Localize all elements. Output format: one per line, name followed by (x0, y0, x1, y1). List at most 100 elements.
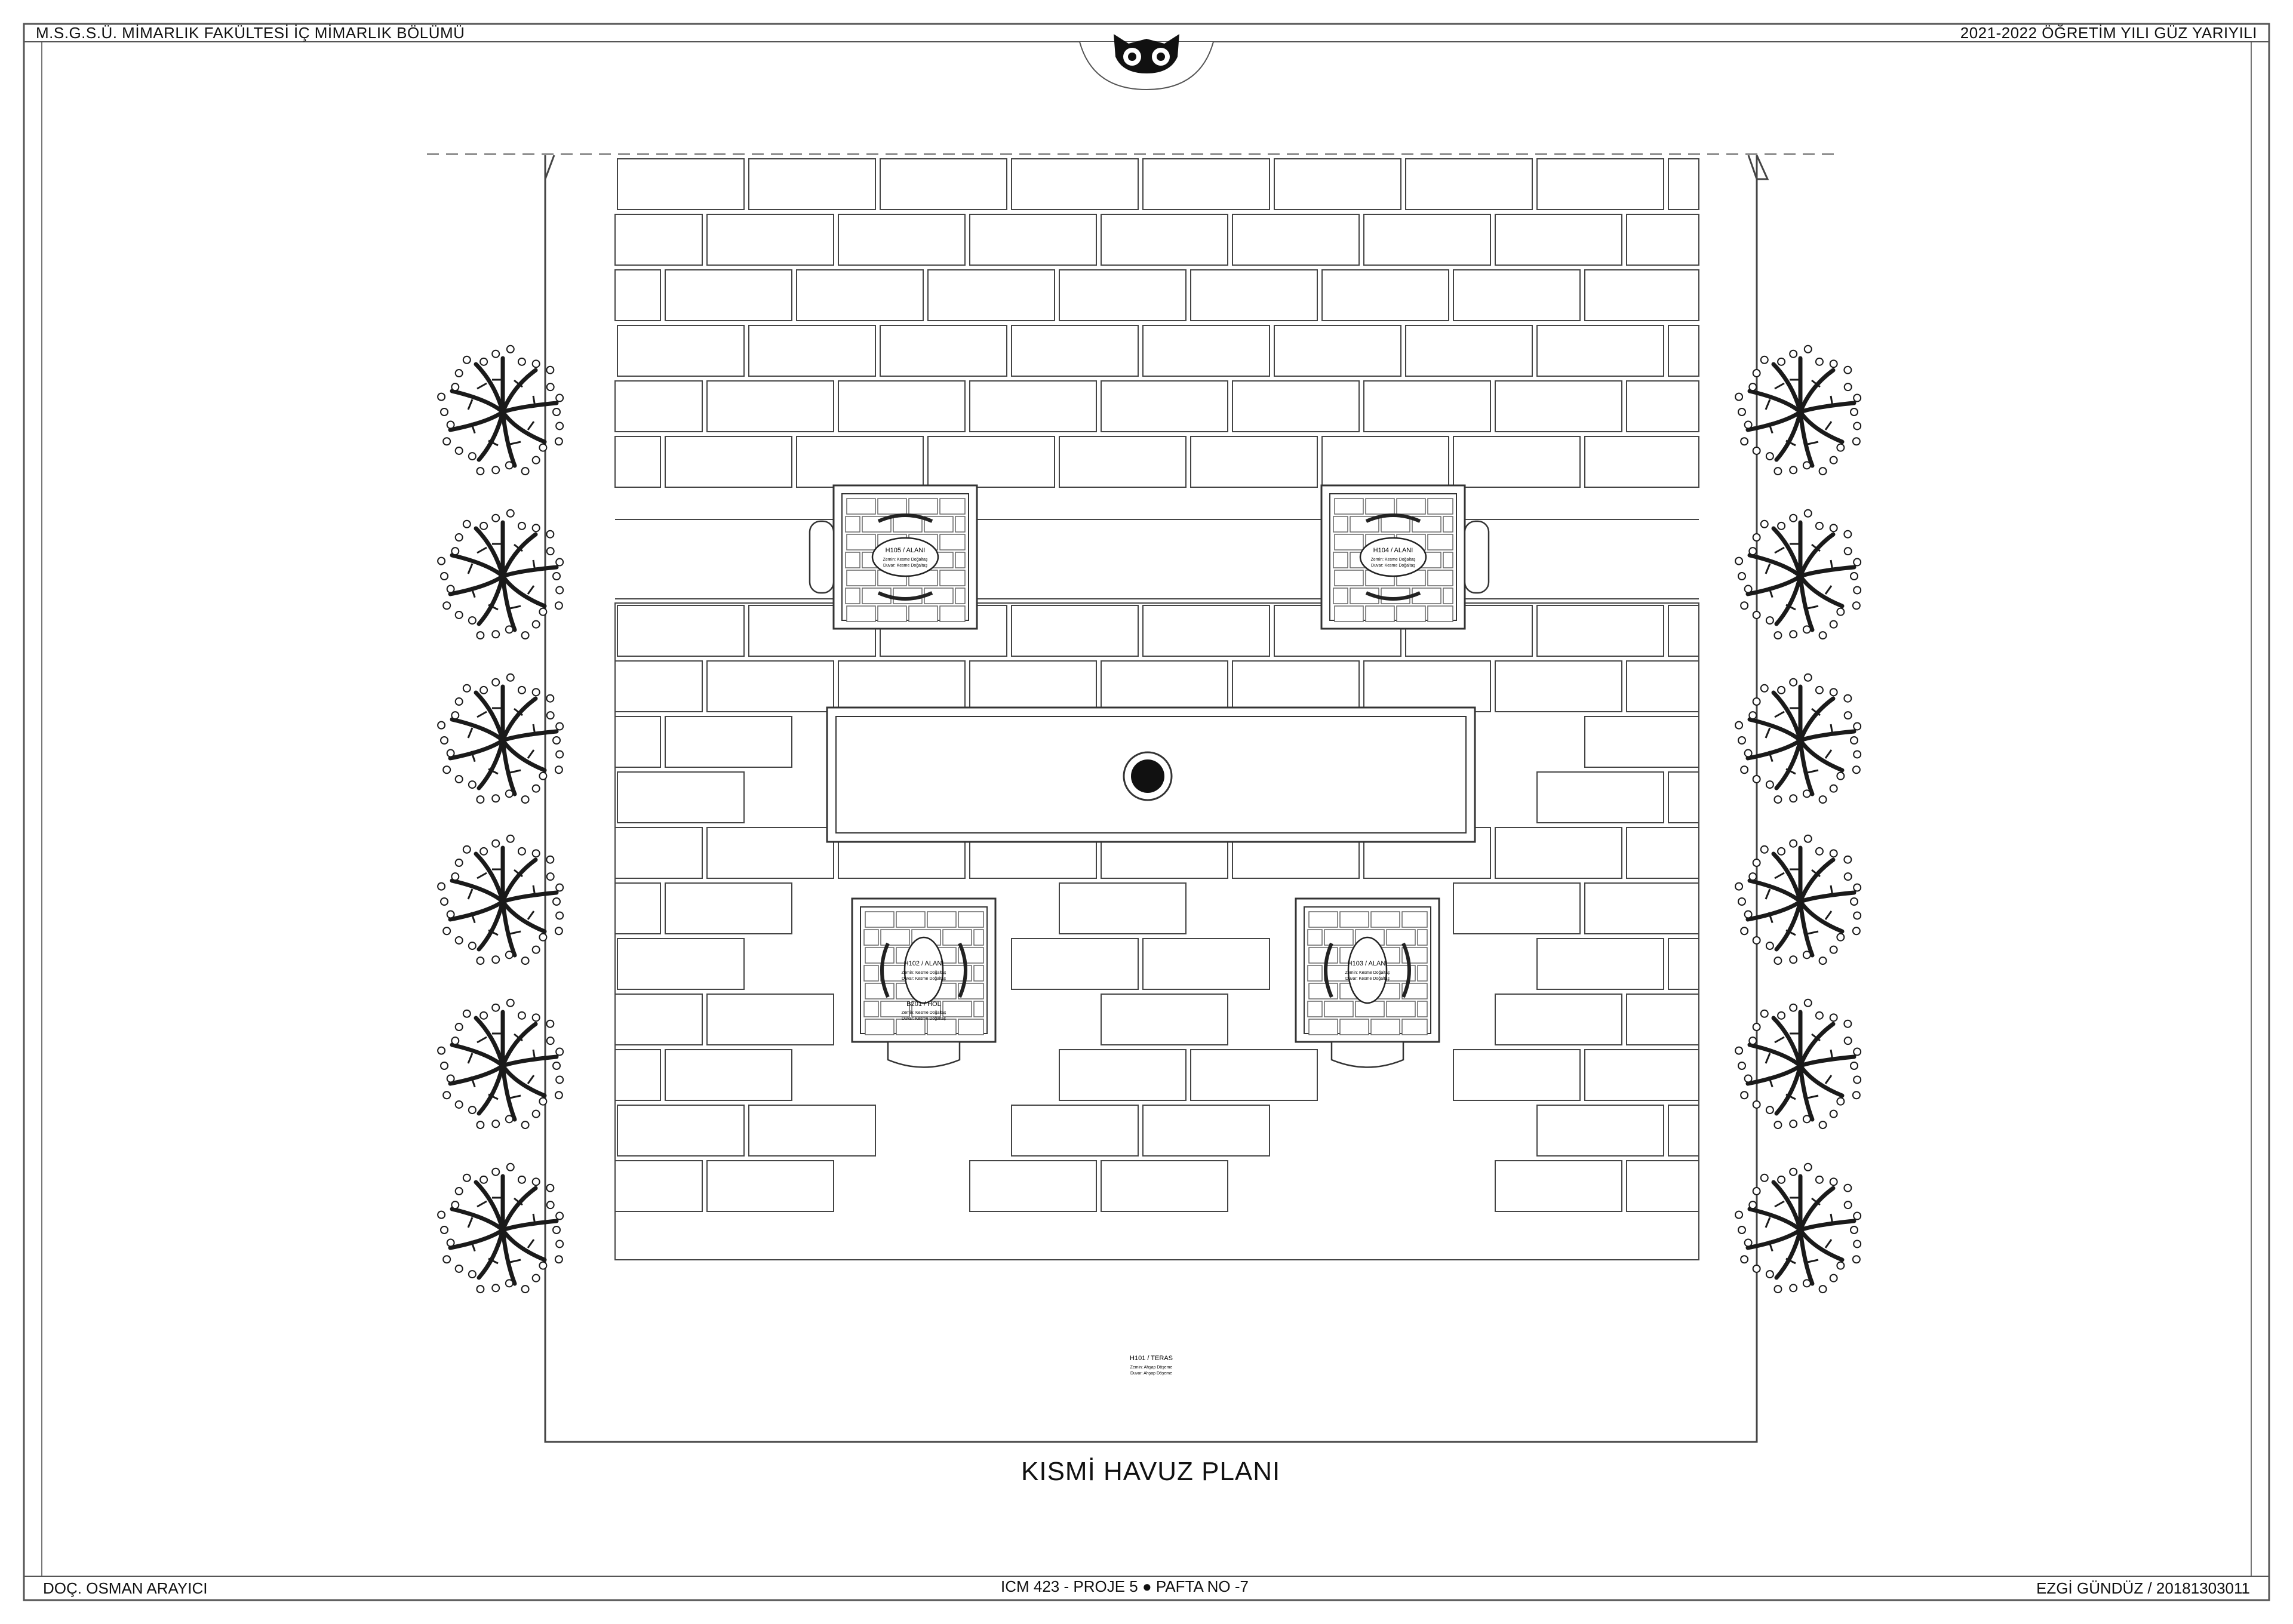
tree-twig (467, 888, 474, 900)
tree-leaf (555, 722, 564, 731)
tree-leaf (1760, 845, 1769, 854)
tree-twig (477, 1200, 487, 1208)
tree-leaf (1789, 349, 1798, 358)
paving-stone (617, 158, 745, 210)
tree-twig (527, 1075, 535, 1084)
pavilion-brick (1339, 911, 1369, 928)
tree-leaf (1818, 1285, 1827, 1294)
tree-leaf (1853, 1211, 1862, 1220)
tree-branch (1747, 389, 1803, 414)
tree-leaf (437, 1210, 446, 1219)
tree-leaf (1853, 1047, 1862, 1056)
tree-leaf (1829, 1109, 1838, 1118)
tree-leaf (555, 1075, 564, 1084)
paving-stone (706, 660, 834, 712)
tree-leaf (446, 749, 455, 758)
tree-leaf (468, 780, 477, 789)
tree-leaf (1836, 1261, 1845, 1270)
tree-leaf (476, 631, 485, 640)
tree-twig (1811, 1197, 1821, 1206)
tree-leaf (1843, 1036, 1852, 1045)
tree-leaf (1836, 933, 1845, 942)
pavilion-brick (896, 911, 926, 928)
paving-stone (1321, 436, 1449, 488)
tree-leaf (454, 369, 463, 378)
tree-branch (450, 1042, 505, 1068)
tree-twig (527, 421, 535, 430)
tree-leaf (1735, 721, 1744, 730)
tree-leaf (1773, 795, 1782, 804)
pavilion-brick (1307, 1001, 1323, 1017)
tree-leaf (531, 1013, 540, 1022)
tree-branch (448, 574, 505, 596)
tree-twig (488, 604, 499, 611)
tree-leaf (1735, 392, 1744, 401)
tree-branch (1798, 738, 1815, 796)
tree-twig (527, 1239, 535, 1248)
paving-stone (1495, 994, 1622, 1045)
pavilion-brick (1396, 605, 1426, 622)
paving-stone (1101, 1160, 1228, 1212)
pavilion-brick (1308, 947, 1338, 964)
header-institution: M.S.G.S.Ü. MİMARLIK FAKÜLTESİ İÇ MİMARLI… (36, 24, 465, 42)
tree-leaf (1850, 572, 1858, 580)
paving-stone (1363, 660, 1491, 712)
pavilion-brick (845, 588, 860, 604)
paving-stone (1495, 827, 1622, 879)
paving-stone (1274, 158, 1401, 210)
tree-leaf (517, 847, 526, 856)
tree-leaf (1818, 795, 1827, 804)
paving-stone (665, 1049, 792, 1101)
tree-branch (500, 890, 559, 904)
tree-leaf (451, 1036, 460, 1045)
tree-twig (1807, 605, 1819, 610)
tree-twig (1774, 710, 1785, 718)
tree-branch (1774, 1063, 1803, 1116)
tree-leaf (1815, 685, 1824, 694)
room-note-wall: Duvar: Kesme Doğaltaş (1371, 564, 1415, 568)
tree-twig (1774, 382, 1785, 390)
tree-branch (1798, 565, 1856, 579)
tree-branch (500, 729, 559, 743)
tree-leaf (1735, 1210, 1744, 1219)
pavilion-brick (1308, 911, 1338, 928)
pavilion-brick (1355, 1001, 1385, 1017)
tree-leaf (1815, 847, 1824, 856)
paving-stone (748, 1105, 876, 1157)
tree-branch (1798, 696, 1836, 743)
tree-leaf (531, 849, 540, 858)
tree-leaf (1744, 585, 1753, 593)
tree-leaf (546, 1019, 555, 1028)
tree-leaf (451, 1201, 460, 1210)
pavilion-brick (939, 570, 966, 586)
tree-leaf (468, 616, 477, 625)
tree-branch (500, 1054, 559, 1068)
tree-twig (1811, 1033, 1821, 1042)
tree-leaf (440, 572, 448, 580)
tree-branch (500, 738, 517, 796)
tree-twig (1824, 1075, 1833, 1084)
tree-branch (1774, 899, 1803, 952)
tree-leaf (1829, 359, 1838, 368)
tree-twig (477, 1036, 487, 1044)
hall-note-wall: Duvar: Kesme Doğaltaş (902, 1017, 946, 1021)
paving-stone (1668, 605, 1699, 657)
tree-leaf (491, 955, 500, 964)
tree-twig (1768, 422, 1773, 434)
tree-leaf (1815, 1175, 1824, 1184)
pavilion-brick (893, 516, 923, 533)
tree-leaf (468, 942, 477, 951)
tree-branch (500, 899, 517, 958)
tree-leaf (1777, 1175, 1786, 1184)
tree-leaf (546, 872, 555, 881)
tree-leaf (1789, 1284, 1798, 1293)
tree-branch (500, 1022, 538, 1068)
tree-icon (437, 1162, 564, 1294)
tree-twig (1807, 930, 1819, 935)
tree-branch (1798, 410, 1845, 444)
paving-stone (1626, 380, 1699, 432)
tree-twig (1830, 724, 1834, 736)
tree-branch (500, 532, 538, 579)
tree-branch (500, 410, 517, 468)
tree-leaf (554, 601, 563, 610)
